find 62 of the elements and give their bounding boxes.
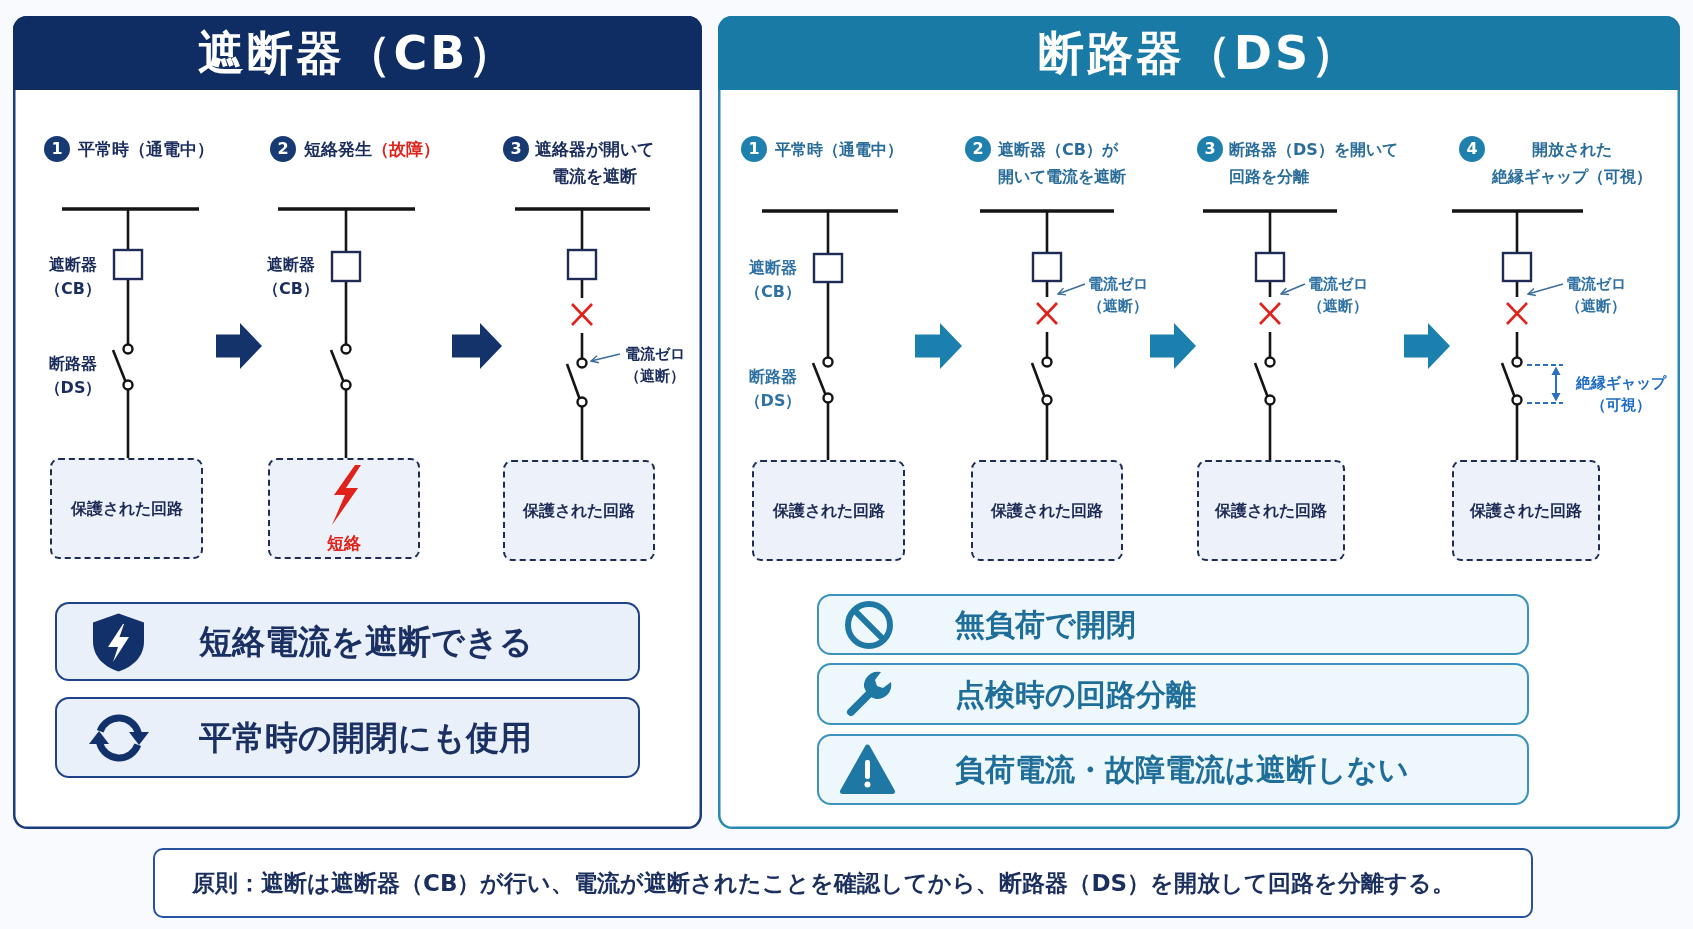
step-number: 4 xyxy=(1459,136,1485,162)
feature-text: 平常時の開閉にも使用 xyxy=(199,717,532,759)
dashed-box xyxy=(50,458,203,559)
leader-arrow xyxy=(1057,283,1086,296)
panel-header: 遮断器（CB） xyxy=(13,16,702,90)
note-box: 原則：遮断は遮断器（CB）が行い、電流が遮断されたことを確認してから、断路器（DS）を開放して回路を分離する。 xyxy=(153,848,1533,918)
feature-box xyxy=(55,602,640,681)
circuit-label: 保護された回路 xyxy=(70,497,183,520)
dashed-box xyxy=(971,460,1123,561)
callout-text: 電流ゼロ（遮断） xyxy=(1305,273,1370,319)
dashed-box xyxy=(503,460,655,561)
leader-arrow xyxy=(590,353,621,364)
step-number: 3 xyxy=(503,136,529,162)
leader-arrow xyxy=(1527,283,1564,297)
step-heading: 平常時（通電中） xyxy=(775,138,903,161)
part-label: 遮断器（CB） xyxy=(744,257,802,303)
part-label: 遮断器（CB） xyxy=(44,254,102,300)
feature-text: 点検時の回路分離 xyxy=(955,675,1196,714)
panel xyxy=(718,16,1680,829)
panel-header: 断路器（DS） xyxy=(718,16,1680,90)
circuit-label: 保護された回路 xyxy=(1215,499,1327,522)
step-heading: 遮絡器が開いて電流を遮断 xyxy=(533,137,655,188)
circuit-label: 保護された回路 xyxy=(523,499,635,522)
feature-box xyxy=(817,663,1529,725)
step-number: 2 xyxy=(965,136,991,162)
callout-text: 電流ゼロ（遮断） xyxy=(620,343,690,389)
block-arrow xyxy=(216,323,262,369)
step-number: 2 xyxy=(270,136,296,162)
step-heading: 平常時（通電中） xyxy=(78,137,214,161)
step-heading: 開放された絶縁ギャップ（可視） xyxy=(1490,138,1653,188)
callout-text: 電流ゼロ（遮断） xyxy=(1563,273,1628,319)
circuit-label: 保護された回路 xyxy=(1470,499,1582,522)
block-arrow xyxy=(452,323,502,369)
dashed-box xyxy=(1197,460,1345,561)
step-heading: 短絡発生（故障） xyxy=(304,137,440,161)
callout-text: 電流ゼロ（遮断） xyxy=(1085,273,1150,319)
block-arrow xyxy=(1150,323,1196,369)
circuit-label: 保護された回路 xyxy=(772,499,885,522)
part-label: 遮断器（CB） xyxy=(262,254,320,300)
block-arrow xyxy=(1404,323,1450,369)
step-heading: 遮断器（CB）が開いて電流を遮断 xyxy=(998,138,1127,188)
feature-box xyxy=(817,594,1529,655)
feature-text: 無負荷で開閉 xyxy=(955,606,1136,644)
circuit-label: 保護された回路 xyxy=(991,499,1103,522)
part-label: 断路器（DS） xyxy=(44,353,102,399)
step-heading: 断路器（DS）を開いて回路を分離 xyxy=(1229,138,1399,188)
feature-box xyxy=(55,697,640,778)
dashed-box xyxy=(268,458,420,559)
step-number: 1 xyxy=(741,136,767,162)
feature-box xyxy=(817,734,1529,805)
step-number: 1 xyxy=(44,136,70,162)
block-arrow xyxy=(915,323,962,369)
dimension-label: 絶縁ギャップ（可視） xyxy=(1574,373,1668,416)
leader-arrow xyxy=(1280,283,1306,296)
dashed-box xyxy=(752,460,905,561)
dashed-box xyxy=(1452,460,1600,561)
panel xyxy=(13,16,702,829)
fault-label: 短絡 xyxy=(327,531,361,554)
feature-text: 短絡電流を遮断できる xyxy=(199,621,533,663)
step-number: 3 xyxy=(1197,136,1223,162)
part-label: 断路器（DS） xyxy=(744,366,802,412)
feature-text: 負荷電流・故障電流は遮断しない xyxy=(955,751,1409,789)
